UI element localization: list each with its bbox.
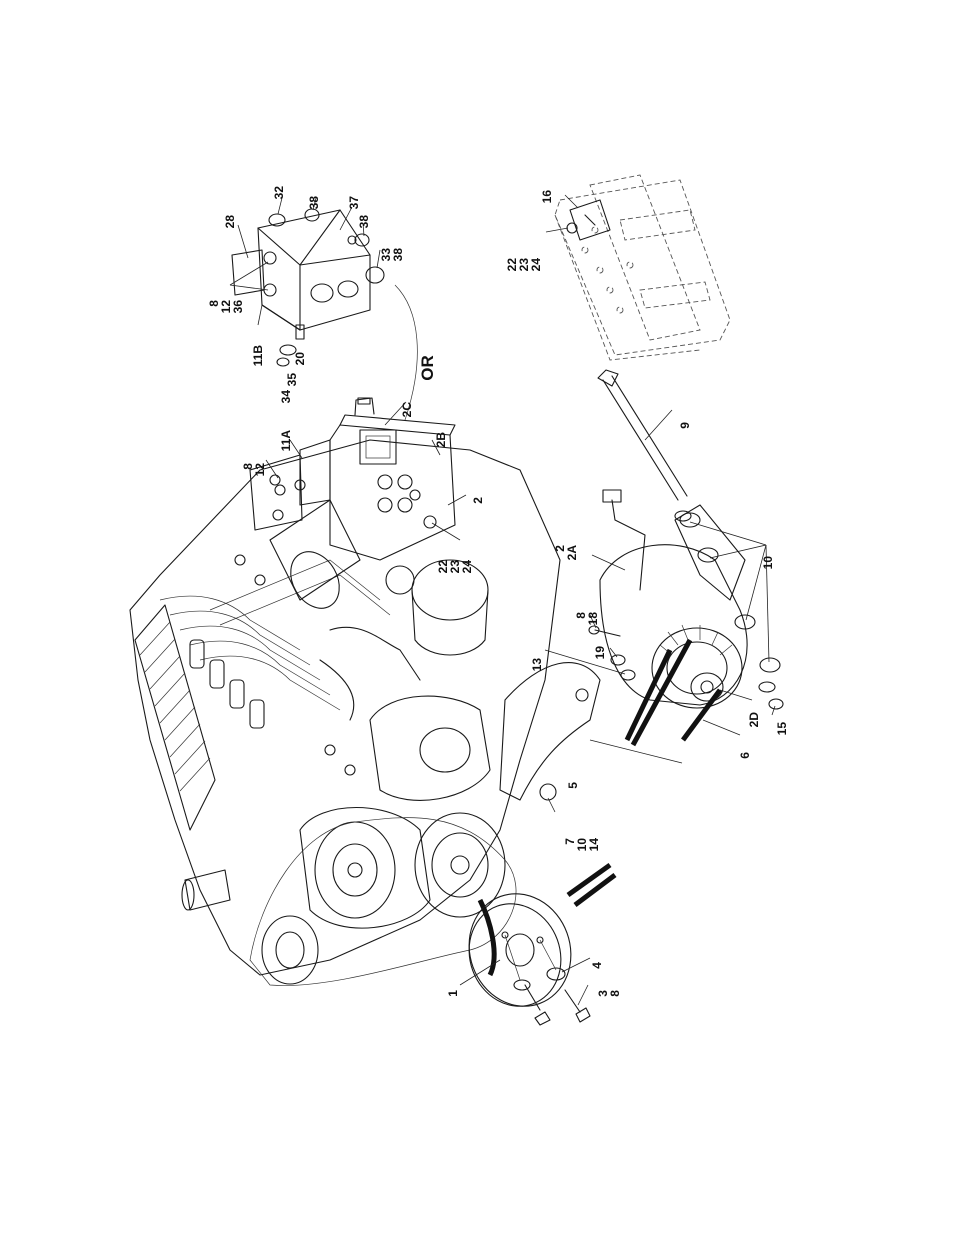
callout-2D: 2D	[747, 712, 761, 728]
callout-34: 34	[279, 390, 293, 404]
callout-15: 15	[775, 722, 789, 736]
callout-8-18: 818	[574, 612, 600, 626]
callout-2B: 2B	[434, 432, 448, 448]
callout-13: 13	[530, 658, 544, 672]
voltage-regulator-module	[250, 398, 455, 560]
callout-28: 28	[223, 215, 237, 229]
pulley-hardware	[505, 935, 590, 1025]
or-connector-arc	[395, 285, 417, 420]
or-label: OR	[418, 355, 437, 381]
callout-38b: 38	[357, 215, 371, 229]
drive-belts	[480, 640, 720, 975]
engine-block	[130, 440, 600, 986]
callout-22-23-24-top: 222324	[505, 258, 543, 272]
callout-8-12-36: 81236	[207, 300, 245, 314]
callout-4: 4	[590, 962, 604, 969]
callout-35: 35	[285, 373, 299, 387]
callout-38a: 38	[307, 196, 321, 210]
alternate-mounting-box	[232, 209, 384, 366]
callout-6: 6	[738, 752, 752, 759]
callout-5: 5	[566, 782, 580, 789]
callout-19: 19	[593, 646, 607, 660]
callout-22-23-24-mid: 222324	[436, 560, 474, 574]
callout-20: 20	[293, 352, 307, 366]
callout-2-2A: 22A	[553, 545, 579, 561]
drive-pulley	[454, 879, 587, 1020]
callout-37: 37	[347, 196, 361, 210]
callout-1: 1	[446, 990, 460, 997]
dashed-mounting-plate	[555, 175, 730, 360]
callout-10: 10	[761, 556, 775, 570]
callout-7-10-14: 71014	[563, 838, 601, 852]
callout-9: 9	[678, 422, 692, 429]
callout-2: 2	[471, 497, 485, 504]
pivot-bolt	[598, 370, 687, 500]
callout-2C: 2C	[400, 402, 414, 418]
callout-8-12: 812	[241, 463, 267, 477]
callout-11A: 11A	[279, 430, 293, 452]
callout-32: 32	[272, 186, 286, 200]
callout-16: 16	[540, 190, 554, 204]
callout-33-38: 3338	[379, 248, 405, 262]
callout-3-8: 38	[596, 990, 622, 997]
callout-11B: 11B	[251, 345, 265, 367]
